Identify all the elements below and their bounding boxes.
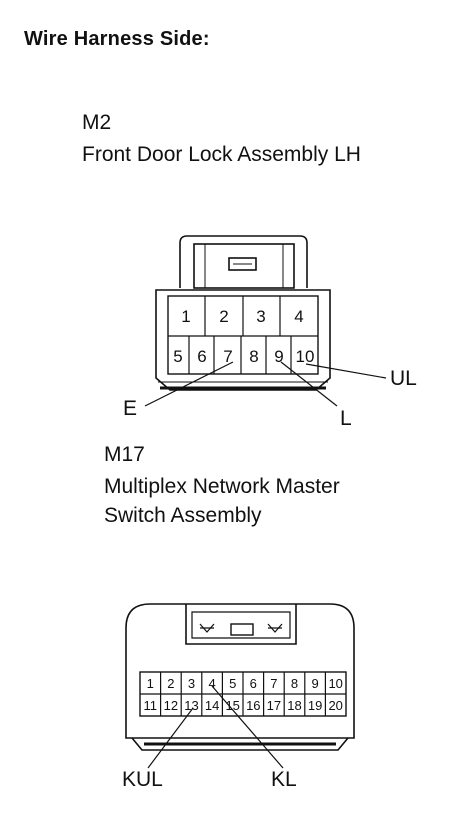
m2-pin: 1 [181,307,190,326]
m17-pin: 16 [246,698,260,713]
m2-callout-ul: UL [390,367,417,390]
m2-pin: 5 [173,347,182,366]
m17-pin: 15 [225,698,239,713]
m17-pin: 9 [311,676,318,691]
m17-pin: 19 [308,698,322,713]
m2-pin: 7 [223,347,232,366]
m17-pin: 2 [167,676,174,691]
m2-callout-e: E [123,397,137,420]
m2-pin: 10 [296,347,315,366]
connector-m17-id: M17 [104,443,145,466]
connector-m2 [144,235,387,407]
m17-callout-kul: KUL [122,768,163,791]
connector-m17-pins: 1 2 3 4 5 6 7 8 9 10 11 12 13 14 15 16 1… [144,676,343,713]
m17-pin: 20 [328,698,342,713]
m17-pin: 3 [188,676,195,691]
m17-pin: 7 [270,676,277,691]
m2-pin: 3 [256,307,265,326]
connector-m2-name: Front Door Lock Assembly LH [82,143,361,166]
m17-pin: 13 [184,698,198,713]
m17-pin: 14 [205,698,219,713]
connector-m17 [125,603,355,769]
m2-pin: 9 [274,347,283,366]
connector-m2-pins: 1 2 3 4 5 6 7 8 9 10 [173,307,314,366]
connector-m2-id: M2 [82,111,112,134]
m17-pin: 8 [291,676,298,691]
m17-callout-kl: KL [271,768,297,791]
m17-pin: 18 [287,698,301,713]
m2-pin: 4 [294,307,303,326]
m17-pin: 6 [250,676,257,691]
m17-pin: 17 [267,698,281,713]
m17-pin: 12 [164,698,178,713]
m17-pin: 10 [328,676,342,691]
m2-callout-l: L [340,407,352,430]
m2-pin: 6 [197,347,206,366]
m2-pin: 2 [219,307,228,326]
m17-pin: 1 [147,676,154,691]
diagram-heading: Wire Harness Side: [24,28,210,50]
m17-pin: 4 [208,676,215,691]
m17-pin: 11 [144,698,158,713]
m2-pin: 8 [249,347,258,366]
m17-pin: 5 [229,676,236,691]
connector-m17-name-line1: Multiplex Network Master [104,475,340,498]
connector-m17-name-line2: Switch Assembly [104,504,262,527]
